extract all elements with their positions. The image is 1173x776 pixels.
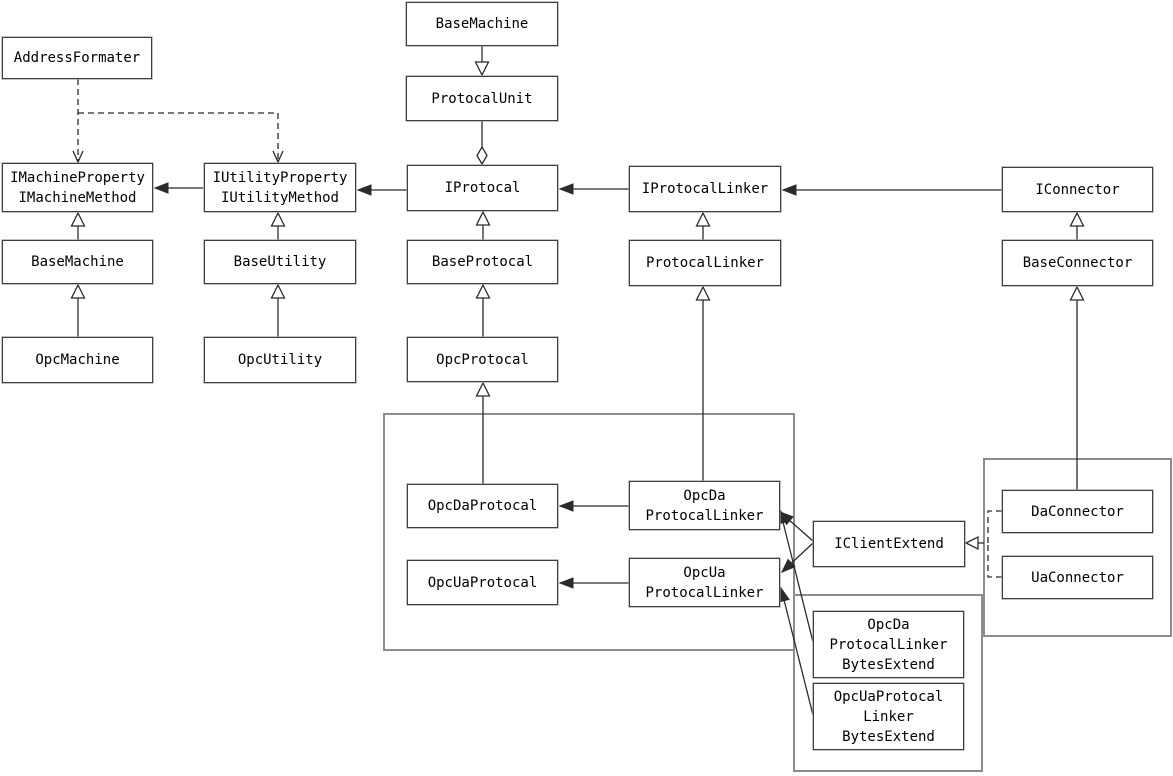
node-base-machine-left: BaseMachine: [2, 240, 153, 284]
node-iprotocal-linker: IProtocalLinker: [629, 166, 781, 212]
node-base-connector: BaseConnector: [1002, 240, 1153, 286]
edge-OpcUtility-to-BaseUtility: [270, 283, 286, 337]
node-label-line: IMachineMethod: [18, 189, 137, 206]
edge-OpcMachine-to-BaseMachine: [70, 283, 86, 337]
edge-OpcDaProtocalLinker-to-OpcDaProtocal: [558, 500, 629, 512]
node-iconnector: IConnector: [1002, 167, 1153, 212]
node-label-line: BaseProtocal: [431, 254, 534, 270]
node-label-line: IMachineProperty: [10, 169, 145, 186]
node-label-line: OpcUtility: [237, 352, 323, 368]
node-label-line: IProtocal: [444, 180, 521, 196]
node-label-line: IUtilityProperty: [212, 169, 348, 186]
node-protocal-linker: ProtocalLinker: [629, 240, 781, 286]
node-label-line: DaConnector: [1031, 503, 1124, 520]
node-opc-protocal: OpcProtocal: [407, 337, 558, 382]
edge-OpcUaProtocalLinkerBytesExtend-to-OpcUaProtocalLinker: [778, 586, 814, 716]
node-iprotocal: IProtocal: [407, 165, 558, 211]
edge-AddressFormater-to-IUtilityProperty: [78, 112, 284, 164]
node-iclient-extend: IClientExtend: [813, 521, 965, 567]
node-opc-ua-protocal: OpcUaProtocal: [407, 560, 558, 605]
node-label-line: OpcDa: [683, 487, 726, 504]
edge-UaConnector-to-IClientExtend: [987, 544, 1002, 578]
node-label-line: ProtocalLinker: [645, 507, 764, 524]
node-label-line: OpcMachine: [35, 352, 120, 368]
edge-OpcDaProtocalLinker-to-ProtocalLinker: [695, 285, 711, 481]
node-label-line: ProtocalLinker: [645, 255, 764, 271]
node-label-line: OpcProtocal: [436, 351, 529, 368]
node-label-line: UaConnector: [1031, 569, 1124, 586]
node-label-line: ProtocalLinker: [645, 584, 764, 601]
edge-IConnector-to-IProtocalLinker: [781, 184, 1002, 196]
edge-OpcProtocal-to-BaseProtocal: [475, 283, 491, 337]
edge-OpcUaProtocalLinker-to-OpcUaProtocal: [558, 577, 629, 589]
node-label-line: IConnector: [1035, 181, 1120, 198]
node-address-formater: AddressFormater: [2, 37, 152, 79]
node-label-line: BaseMachine: [31, 254, 124, 270]
node-label-line: BaseMachine: [435, 16, 529, 32]
node-label-line: OpcDaProtocal: [427, 498, 538, 514]
edge-AddressFormater-to-IMachineProperty: [72, 79, 84, 164]
container-bytes-extend-group: [793, 594, 983, 772]
edge-BaseProtocal-to-IProtocal: [475, 210, 491, 240]
node-opc-machine: OpcMachine: [2, 337, 153, 383]
node-ua-connector: UaConnector: [1002, 556, 1153, 599]
edge-BaseUtility-to-IUtilityProperty: [270, 211, 286, 240]
node-label-line: BaseConnector: [1022, 255, 1133, 271]
node-protocal-unit: ProtocalUnit: [406, 76, 558, 121]
edge-DaConnector-to-BaseConnector: [1069, 285, 1085, 490]
edge-ProtocalUnit-to-IProtocal: [476, 121, 488, 166]
edge-IProtocalLinker-to-IProtocal: [558, 183, 629, 195]
node-label-line: OpcUaProtocal: [427, 574, 538, 591]
node-label-line: IProtocalLinker: [641, 181, 769, 197]
edge-BaseMachineTop-to-ProtocalUnit: [474, 46, 490, 77]
edge-DaConnector-to-IClientExtend: [964, 510, 1002, 551]
edge-IClientExtend-to-OpcUaProtocalLinker: [780, 542, 814, 573]
node-base-protocal: BaseProtocal: [407, 240, 558, 284]
node-label-line: ProtocalLinker: [829, 636, 948, 653]
edge-ProtocalLinker-to-IProtocalLinker: [695, 211, 711, 240]
node-label-line: BytesExtend: [842, 656, 935, 673]
node-label-line: Linker: [863, 708, 914, 725]
node-opc-utility: OpcUtility: [204, 337, 356, 383]
node-label-line: AddressFormater: [13, 50, 141, 66]
container-protocal-group: [383, 413, 795, 651]
node-label-line: IClientExtend: [834, 536, 944, 552]
node-label-line: OpcUaProtocal: [833, 688, 944, 705]
node-label-line: BaseUtility: [233, 254, 327, 270]
edge-IProtocal-to-IUtilityProperty: [356, 184, 407, 196]
edge-BaseMachine-to-IMachineProperty: [70, 211, 86, 240]
edge-OpcDaProtocalLinkerBytesExtend-to-OpcDaProtocalLinker: [777, 508, 814, 643]
node-label-line: IUtilityMethod: [220, 189, 339, 206]
node-label-line: BytesExtend: [842, 728, 935, 745]
node-base-utility: BaseUtility: [204, 240, 356, 284]
node-base-machine-top: BaseMachine: [406, 2, 558, 46]
edge-OpcDaProtocal-to-OpcProtocal: [475, 381, 491, 484]
node-label-line: OpcUa: [683, 564, 726, 581]
node-opc-da-protocal: OpcDaProtocal: [407, 484, 558, 528]
edge-BaseConnector-to-IConnector: [1069, 211, 1085, 240]
node-label-line: OpcDa: [867, 616, 910, 633]
node-da-connector: DaConnector: [1002, 490, 1153, 533]
edge-IUtilityProperty-to-IMachineProperty: [153, 182, 203, 194]
node-label-line: ProtocalUnit: [431, 90, 533, 107]
